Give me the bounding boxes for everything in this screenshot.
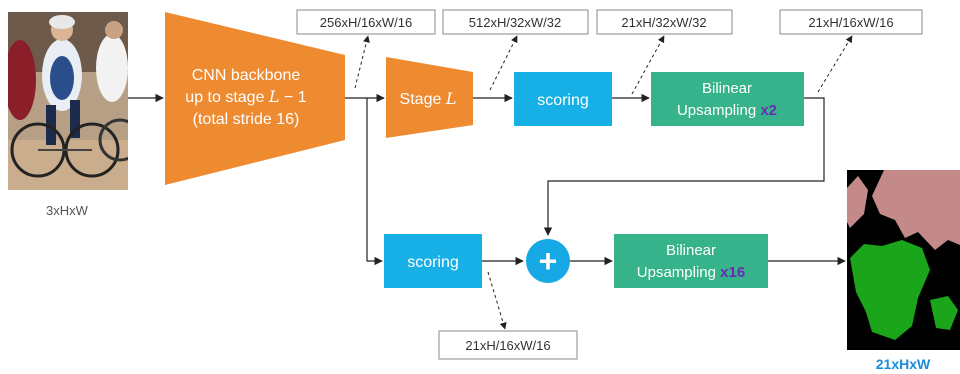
- shape-label-box: [442, 9, 589, 35]
- backbone-line-2: up to stage L − 1: [185, 87, 306, 106]
- scoring-top-block: [514, 72, 612, 126]
- output-shape-label: 21xHxW: [876, 356, 931, 372]
- scoring-bottom-out-shape: 21xH/16xW/16: [465, 338, 550, 353]
- scoring-top-label: scoring: [537, 92, 589, 109]
- stage-out-shape: 512xH/32xW/32: [469, 15, 562, 30]
- sum-symbol: +: [539, 243, 558, 279]
- backbone-out-shape: 256xH/16xW/16: [320, 15, 413, 30]
- dashed-pointer: [631, 35, 665, 95]
- backbone-block: CNN backbone up to stage L − 1 (total st…: [165, 12, 345, 185]
- output-segmentation: [847, 170, 960, 350]
- scoring-bottom-block: [384, 234, 482, 288]
- upsample-top-line-2: Upsampling x2: [677, 102, 777, 119]
- input-shape-label: 3xHxW: [46, 203, 89, 218]
- arrow-skip-to-scoring: [366, 98, 383, 266]
- upsample-bottom-line-1: Bilinear: [666, 242, 716, 259]
- scoring-top-out-shape: 21xH/32xW/32: [621, 15, 706, 30]
- shape-label-box: [596, 9, 733, 35]
- shape-label-box: [296, 9, 436, 35]
- shape-label-box: [779, 9, 923, 35]
- scoring-bottom-label: scoring: [407, 254, 459, 271]
- backbone-line-3: (total stride 16): [193, 111, 300, 128]
- upsample-top-block: [651, 72, 804, 126]
- dashed-pointer: [487, 271, 507, 330]
- upsample-top-line-1: Bilinear: [702, 80, 752, 97]
- sum-node: [526, 239, 570, 283]
- dashed-pointer: [489, 35, 518, 91]
- arrow-upsample-to-sum: [543, 97, 825, 236]
- dashed-pointer: [817, 35, 853, 93]
- dashed-pointer: [354, 35, 370, 89]
- upsample-top-out-shape: 21xH/16xW/16: [808, 15, 893, 30]
- backbone-line-1: CNN backbone: [192, 67, 301, 84]
- stage-block: Stage L: [386, 57, 473, 138]
- upsample-bottom-block: [614, 234, 768, 288]
- stage-label: Stage L: [400, 89, 457, 108]
- upsample-bottom-line-2: Upsampling x16: [637, 264, 745, 281]
- input-image: [8, 12, 128, 190]
- shape-label-box: [438, 330, 578, 360]
